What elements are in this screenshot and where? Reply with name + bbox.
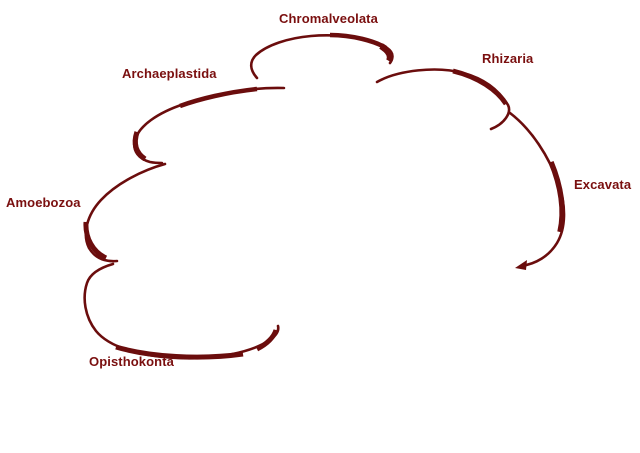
label-amoebozoa: Amoebozoa xyxy=(6,195,81,210)
label-chromalveolata: Chromalveolata xyxy=(279,11,378,26)
amoebozoa-bracket xyxy=(83,162,167,263)
opisthokonta-bracket xyxy=(83,262,280,360)
chromalveolata-bracket xyxy=(249,32,394,80)
rhizaria-bracket xyxy=(375,68,511,131)
label-archaeplastida: Archaeplastida xyxy=(122,66,217,81)
label-opisthokonta: Opisthokonta xyxy=(89,354,174,369)
label-excavata: Excavata xyxy=(574,177,632,192)
label-rhizaria: Rhizaria xyxy=(482,51,534,66)
excavata-bracket xyxy=(508,111,566,270)
archaeplastida-bracket xyxy=(132,86,286,165)
